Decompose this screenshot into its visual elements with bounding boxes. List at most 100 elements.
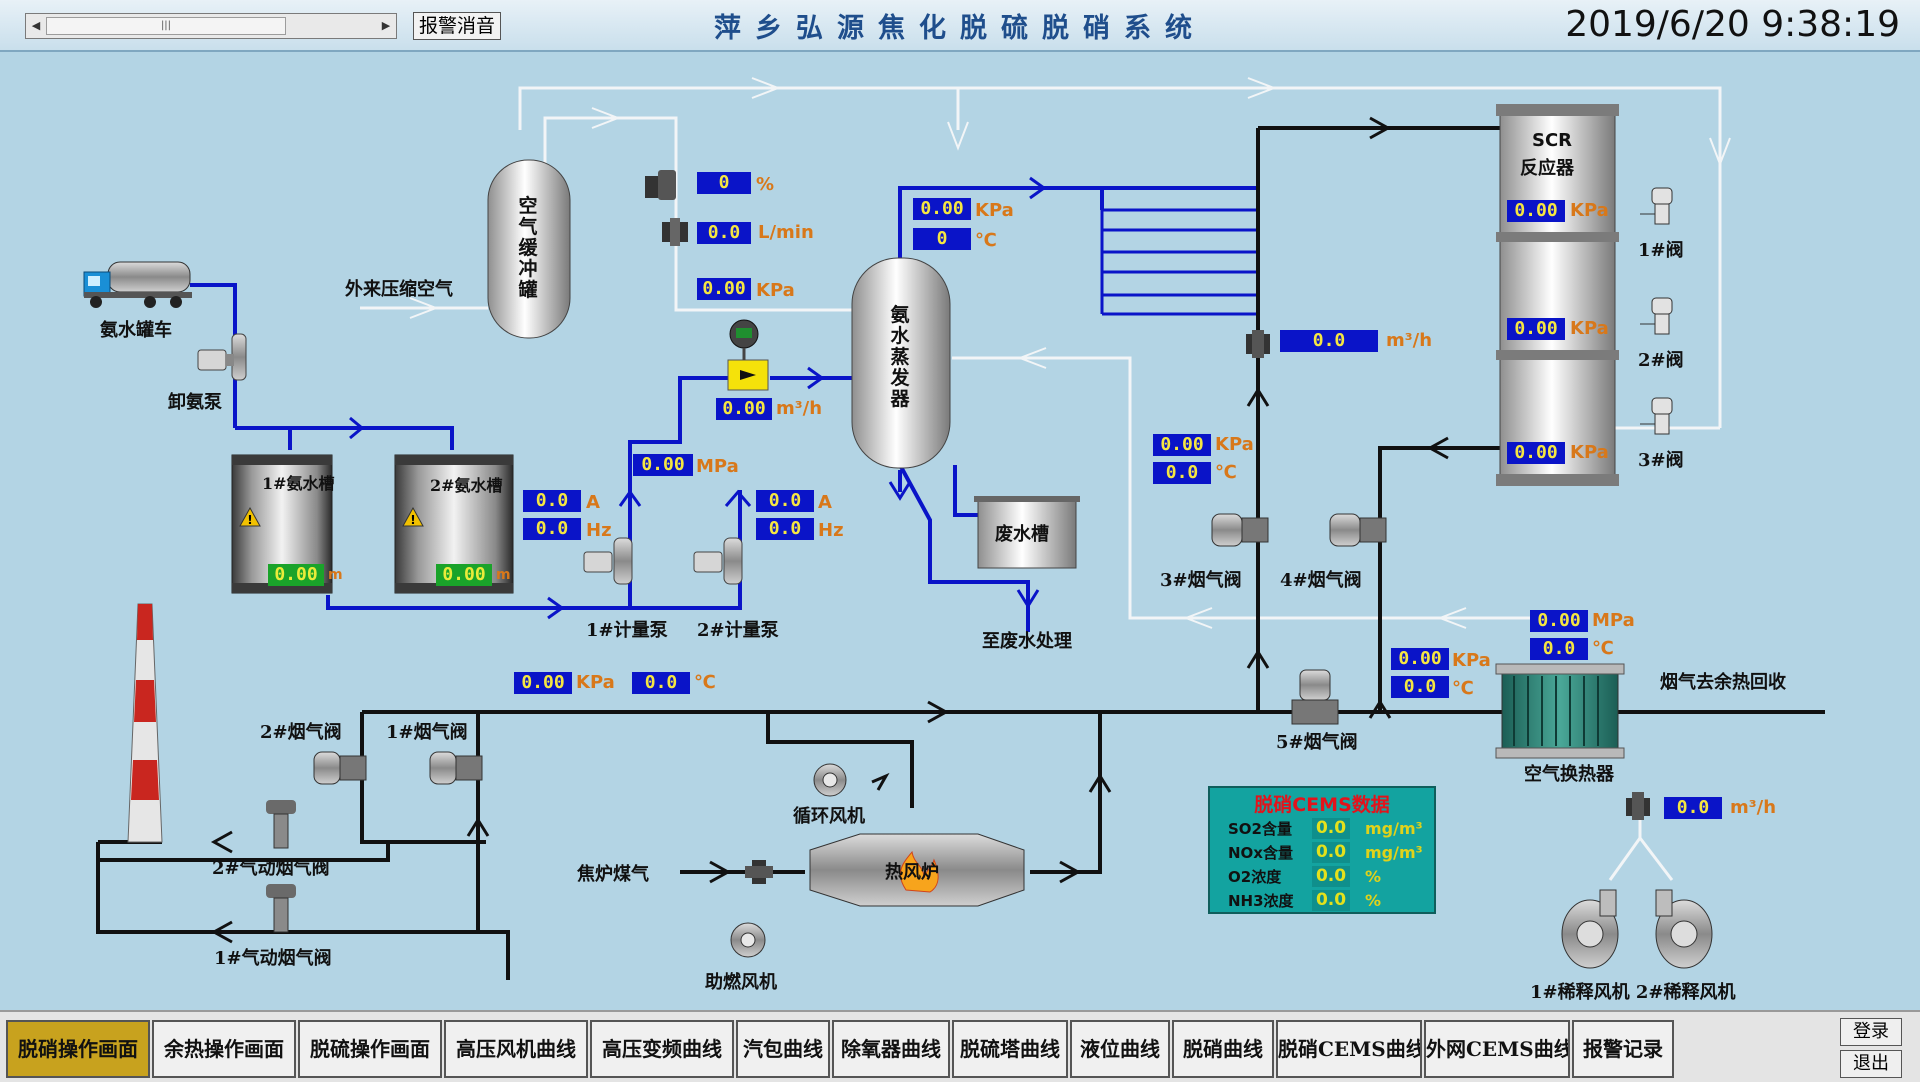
nav-alarm-records[interactable]: 报警记录 bbox=[1572, 1020, 1674, 1078]
pump2-freq-unit: Hz bbox=[818, 520, 844, 541]
outlet-temp-unit: ℃ bbox=[1452, 678, 1474, 699]
air-buffer-tank-label: 空气缓冲罐 bbox=[518, 195, 538, 301]
nav-waste-heat-screen[interactable]: 余热操作画面 bbox=[152, 1020, 296, 1078]
scr-pressure3-value: 0.00 bbox=[1507, 442, 1565, 464]
outlet-pressure-unit: KPa bbox=[1452, 650, 1491, 671]
flue-valve2-label[interactable]: 2#烟气阀 bbox=[260, 722, 342, 743]
logout-button[interactable]: 退出 bbox=[1840, 1050, 1902, 1078]
ammonia-truck-label: 氨水罐车 bbox=[100, 320, 172, 341]
nav-desulfur-tower-curve[interactable]: 脱硫塔曲线 bbox=[952, 1020, 1068, 1078]
pneumatic-valve1-label[interactable]: 1#气动烟气阀 bbox=[214, 948, 332, 969]
cems-row-unit: mg/m³ bbox=[1365, 819, 1423, 838]
cems-row-unit: % bbox=[1365, 867, 1382, 886]
hx-temp-value: 0.0 bbox=[1530, 638, 1588, 660]
valve3-label[interactable]: 3#阀 bbox=[1638, 450, 1684, 471]
evaporator-label: 氨水蒸发器 bbox=[890, 304, 910, 410]
meter-pump2-label: 2#计量泵 bbox=[697, 620, 779, 641]
scr-pressure2-value: 0.00 bbox=[1507, 318, 1565, 340]
scroll-right-arrow-icon[interactable]: ▶ bbox=[381, 19, 391, 32]
main-temp-unit: ℃ bbox=[694, 672, 716, 693]
mix-flow-unit: m³/h bbox=[1386, 330, 1433, 351]
scroll-left-arrow-icon[interactable]: ◀ bbox=[31, 19, 41, 32]
nav-hp-fan-curve[interactable]: 高压风机曲线 bbox=[444, 1020, 588, 1078]
nav-deaerator-curve[interactable]: 除氧器曲线 bbox=[832, 1020, 950, 1078]
inlet-pressure-unit: KPa bbox=[1215, 434, 1254, 455]
tank2-level-unit: m bbox=[496, 567, 511, 583]
circulating-fan-label: 循环风机 bbox=[793, 806, 865, 827]
nav-denitration-curve[interactable]: 脱硝曲线 bbox=[1172, 1020, 1274, 1078]
hx-pressure-unit: MPa bbox=[1592, 610, 1635, 631]
flue-valve1-label[interactable]: 1#烟气阀 bbox=[386, 722, 468, 743]
hx-pressure-value: 0.00 bbox=[1530, 610, 1588, 632]
evap-temp-value: 0 bbox=[913, 228, 971, 250]
cems-row-o2: O2浓度 0.0 % bbox=[1210, 866, 1434, 888]
pump2-current-value: 0.0 bbox=[756, 490, 814, 512]
valve-open-value: 0 bbox=[697, 172, 751, 194]
nav-denitration-screen[interactable]: 脱硝操作画面 bbox=[6, 1020, 150, 1078]
hx-temp-unit: ℃ bbox=[1592, 638, 1614, 659]
valve1-label[interactable]: 1#阀 bbox=[1638, 240, 1684, 261]
air-flow-value: 0.0 bbox=[697, 222, 751, 244]
pump2-freq-value: 0.0 bbox=[756, 518, 814, 540]
svg-text:!: ! bbox=[410, 513, 415, 527]
inlet-pressure-value: 0.00 bbox=[1153, 434, 1211, 456]
flue-valve3-label[interactable]: 3#烟气阀 bbox=[1160, 570, 1242, 591]
cems-row-so2: SO2含量 0.0 mg/m³ bbox=[1210, 818, 1434, 840]
valve-open-unit: % bbox=[756, 174, 775, 195]
cems-row-name: NH3浓度 bbox=[1228, 892, 1294, 910]
air-heat-exchanger-label: 空气换热器 bbox=[1524, 764, 1614, 785]
pneumatic-valve2-label[interactable]: 2#气动烟气阀 bbox=[212, 858, 330, 879]
scr-reactor-label-2: 反应器 bbox=[1520, 158, 1574, 179]
outlet-temp-value: 0.0 bbox=[1391, 676, 1449, 698]
tank1-label: 1#氨水槽 bbox=[262, 474, 335, 493]
evap-temp-unit: ℃ bbox=[975, 230, 997, 251]
meter-outlet-pressure-value: 0.00 bbox=[633, 454, 693, 476]
dilution-fans-label: 1#稀释风机 2#稀释风机 bbox=[1530, 982, 1736, 1003]
datetime-display: 2019/6/20 9:38:19 bbox=[1565, 4, 1900, 45]
nav-external-cems-curve[interactable]: 外网CEMS曲线 bbox=[1424, 1020, 1570, 1078]
waste-tank-label: 废水槽 bbox=[995, 524, 1049, 545]
external-air-label: 外来压缩空气 bbox=[345, 279, 453, 300]
tank1-level-unit: m bbox=[328, 567, 343, 583]
scr-pressure2-unit: KPa bbox=[1570, 318, 1609, 339]
ammonia-flow-unit: m³/h bbox=[776, 398, 823, 419]
ammonia-flow-value: 0.00 bbox=[716, 398, 772, 420]
inlet-temp-unit: ℃ bbox=[1215, 462, 1237, 483]
flue-valve4-label[interactable]: 4#烟气阀 bbox=[1280, 570, 1362, 591]
dilution-flow-value: 0.0 bbox=[1664, 797, 1722, 819]
tank2-level-value: 0.00 bbox=[436, 564, 492, 586]
process-diagram: ! ! bbox=[83, 77, 1825, 980]
to-wastewater-label: 至废水处理 bbox=[982, 631, 1072, 652]
meter-outlet-pressure-unit: MPa bbox=[696, 456, 739, 477]
horizontal-scrollbar[interactable]: ◀ ||| ▶ bbox=[25, 13, 397, 39]
cems-row-value: 0.0 bbox=[1312, 818, 1350, 839]
cems-row-name: O2浓度 bbox=[1228, 868, 1282, 886]
alarm-silence-button[interactable]: 报警消音 bbox=[413, 12, 501, 40]
pump2-current-unit: A bbox=[818, 492, 832, 513]
flue-to-heat-recovery-label: 烟气去余热回收 bbox=[1660, 672, 1786, 693]
mix-flow-value: 0.0 bbox=[1280, 330, 1378, 352]
tank1-level-value: 0.00 bbox=[268, 564, 324, 586]
ammonia-truck-icon bbox=[83, 261, 192, 308]
scroll-thumb[interactable]: ||| bbox=[46, 17, 286, 35]
pump1-current-unit: A bbox=[586, 492, 600, 513]
nav-desulfurization-screen[interactable]: 脱硫操作画面 bbox=[298, 1020, 442, 1078]
cems-row-unit: % bbox=[1365, 891, 1382, 910]
cems-row-name: SO2含量 bbox=[1228, 820, 1292, 838]
cems-row-value: 0.0 bbox=[1312, 866, 1350, 887]
hot-air-furnace-label: 热风炉 bbox=[885, 862, 939, 883]
navigation-bar: 脱硝操作画面 余热操作画面 脱硫操作画面 高压风机曲线 高压变频曲线 汽包曲线 … bbox=[0, 1010, 1920, 1082]
evap-pressure-value: 0.00 bbox=[913, 198, 971, 220]
scr-pressure1-unit: KPa bbox=[1570, 200, 1609, 221]
nav-denitration-cems-curve[interactable]: 脱硝CEMS曲线 bbox=[1276, 1020, 1422, 1078]
main-temp-value: 0.0 bbox=[632, 672, 690, 694]
nav-drum-curve[interactable]: 汽包曲线 bbox=[736, 1020, 830, 1078]
coke-oven-gas-label: 焦炉煤气 bbox=[577, 864, 649, 885]
title-bar: ◀ ||| ▶ 报警消音 萍乡弘源焦化脱硫脱硝系统 2019/6/20 9:38… bbox=[0, 0, 1920, 52]
nav-hp-vfd-curve[interactable]: 高压变频曲线 bbox=[590, 1020, 734, 1078]
meter-pump1-label: 1#计量泵 bbox=[586, 620, 668, 641]
flue-valve5-label[interactable]: 5#烟气阀 bbox=[1276, 732, 1358, 753]
login-button[interactable]: 登录 bbox=[1840, 1018, 1902, 1046]
valve2-label[interactable]: 2#阀 bbox=[1638, 350, 1684, 371]
nav-level-curve[interactable]: 液位曲线 bbox=[1070, 1020, 1170, 1078]
